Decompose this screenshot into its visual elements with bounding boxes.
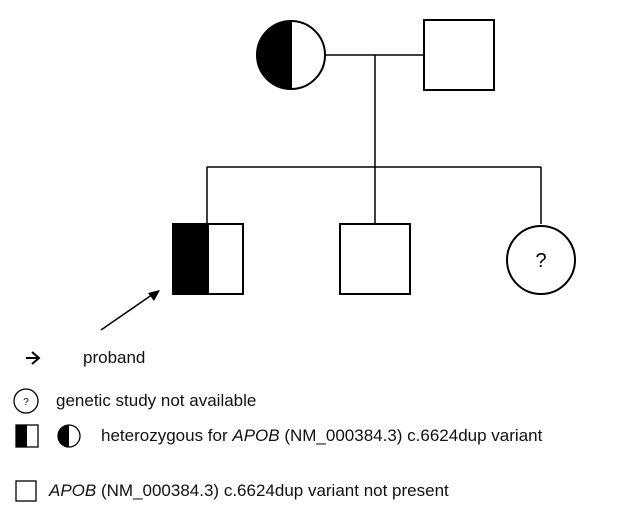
legend-arrow-icon — [26, 351, 41, 365]
father-square — [423, 19, 495, 91]
brother-square — [339, 223, 411, 295]
unknown-mark: ? — [535, 250, 546, 272]
legend-absent-suffix: (NM_000384.3) c.6624dup variant not pres… — [96, 481, 449, 500]
legend-heterozygous-label: heterozygous for APOB (NM_000384.3) c.66… — [101, 426, 542, 446]
legend-absent-gene: APOB — [49, 481, 97, 500]
legend-absent-label: APOB (NM_000384.3) c.6624dup variant not… — [49, 481, 449, 501]
legend-unknown-label: genetic study not available — [56, 391, 257, 410]
legend-affected-circle-icon — [57, 424, 81, 448]
svg-text:?: ? — [23, 397, 29, 408]
sister-unknown-circle: ? — [506, 225, 576, 295]
proband-arrow — [100, 290, 160, 331]
legend-hetero-gene: APOB — [232, 426, 280, 445]
legend-unaffected-square-icon — [15, 480, 37, 502]
legend-proband-label: proband — [83, 348, 146, 367]
legend-affected-square-icon — [15, 424, 39, 448]
legend-unknown-circle-icon: ? — [13, 388, 39, 414]
legend-hetero-suffix: (NM_000384.3) c.6624dup variant — [279, 426, 543, 445]
legend-hetero-prefix: heterozygous for — [101, 426, 233, 445]
mother-affected-circle — [256, 20, 326, 90]
proband-affected-square — [172, 223, 244, 295]
